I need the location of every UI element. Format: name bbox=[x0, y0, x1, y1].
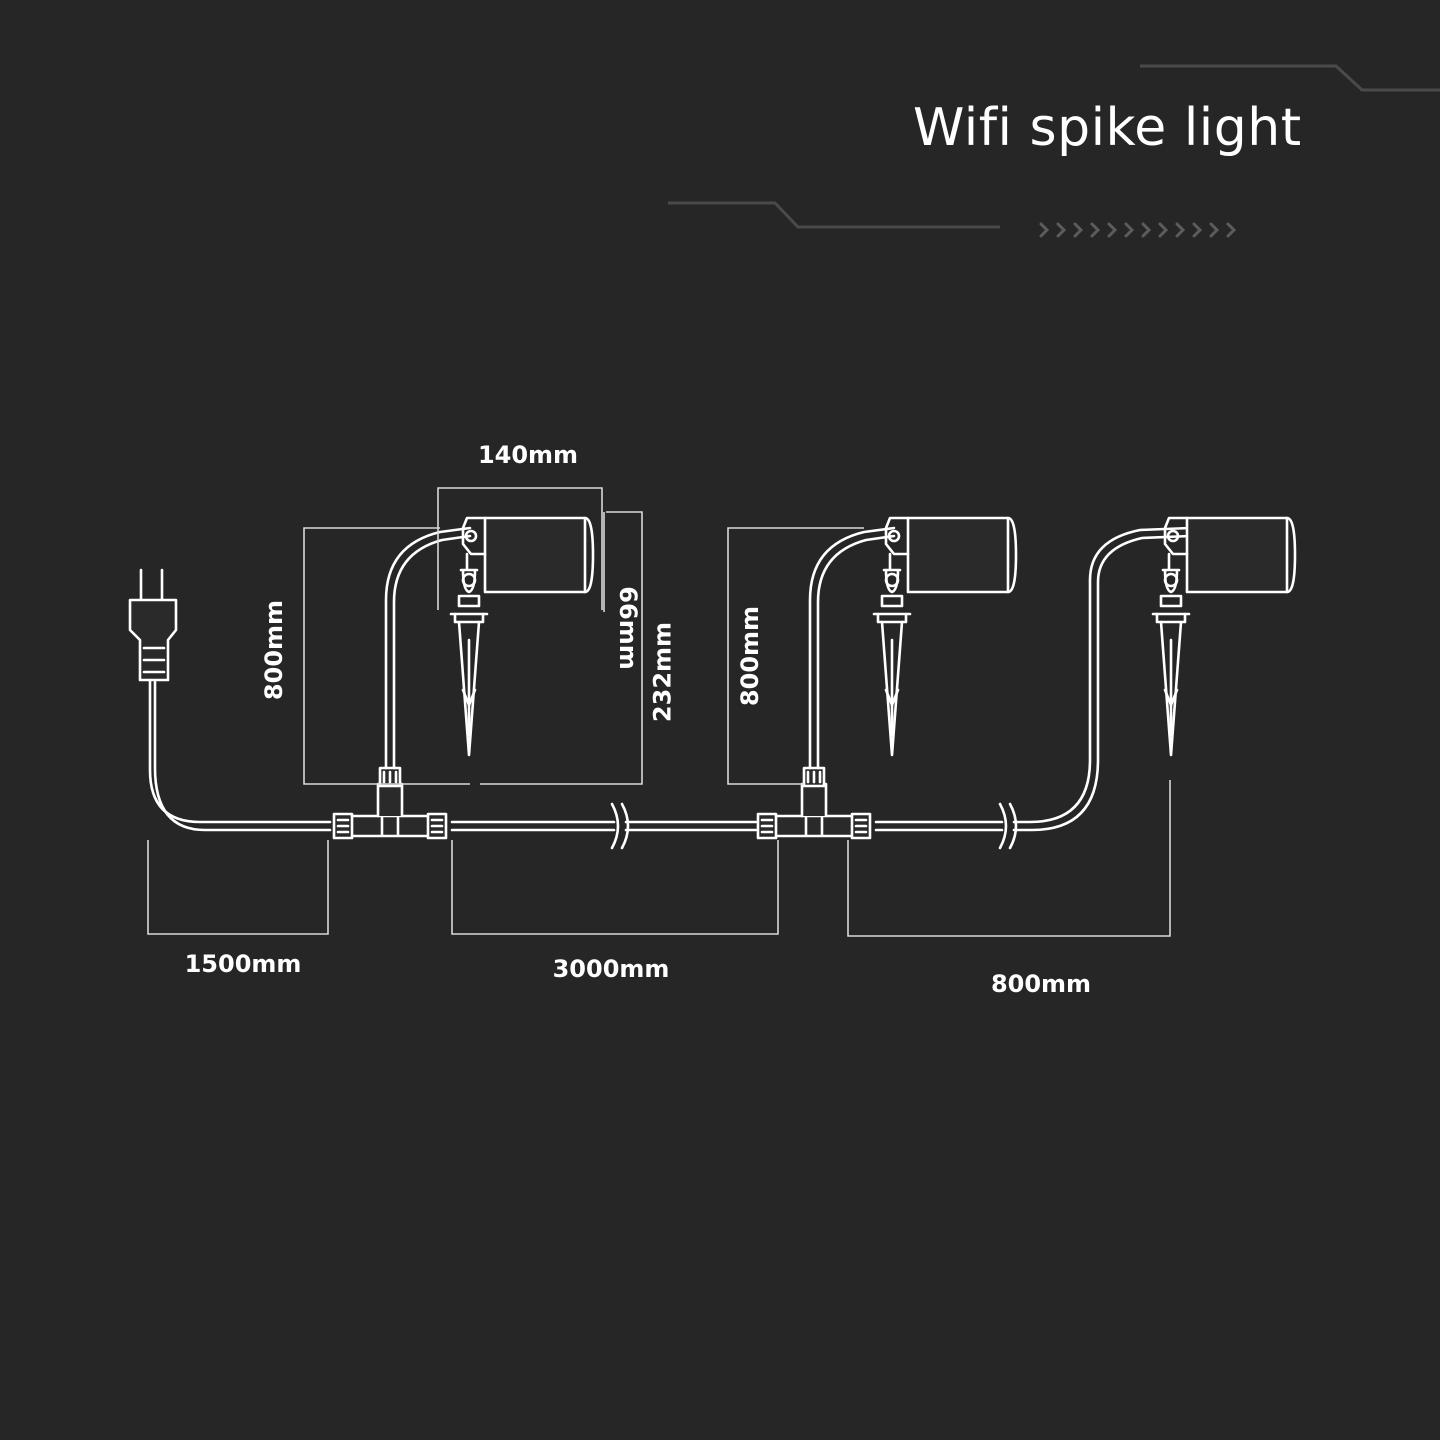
dim-label-plug-cable: 1500mm bbox=[185, 950, 302, 978]
spike-light-icon bbox=[872, 516, 1018, 757]
dim-label-between-connectors: 3000mm bbox=[553, 955, 670, 983]
main-cable bbox=[148, 526, 1192, 832]
chevron-row-icon bbox=[1039, 222, 1237, 238]
spike-light-icon bbox=[449, 516, 595, 757]
dim-label-total-height: 232mm bbox=[649, 622, 677, 722]
page-title: Wifi spike light bbox=[913, 98, 1302, 158]
spike-light-icon bbox=[1151, 516, 1297, 757]
t-connector-icon bbox=[756, 766, 872, 840]
dimension-lines bbox=[147, 487, 1171, 937]
dim-label-light-width: 140mm bbox=[478, 441, 578, 469]
light-lead bbox=[384, 526, 896, 770]
dim-label-lead-height-1: 800mm bbox=[260, 600, 288, 700]
dim-label-head-height: 66mm bbox=[614, 586, 642, 669]
dim-label-last-lead: 800mm bbox=[991, 970, 1091, 998]
plug-icon bbox=[128, 568, 178, 682]
dim-label-lead-height-2: 800mm bbox=[736, 606, 764, 706]
t-connector-icon bbox=[332, 766, 448, 840]
cable-break-icon bbox=[610, 802, 1018, 850]
